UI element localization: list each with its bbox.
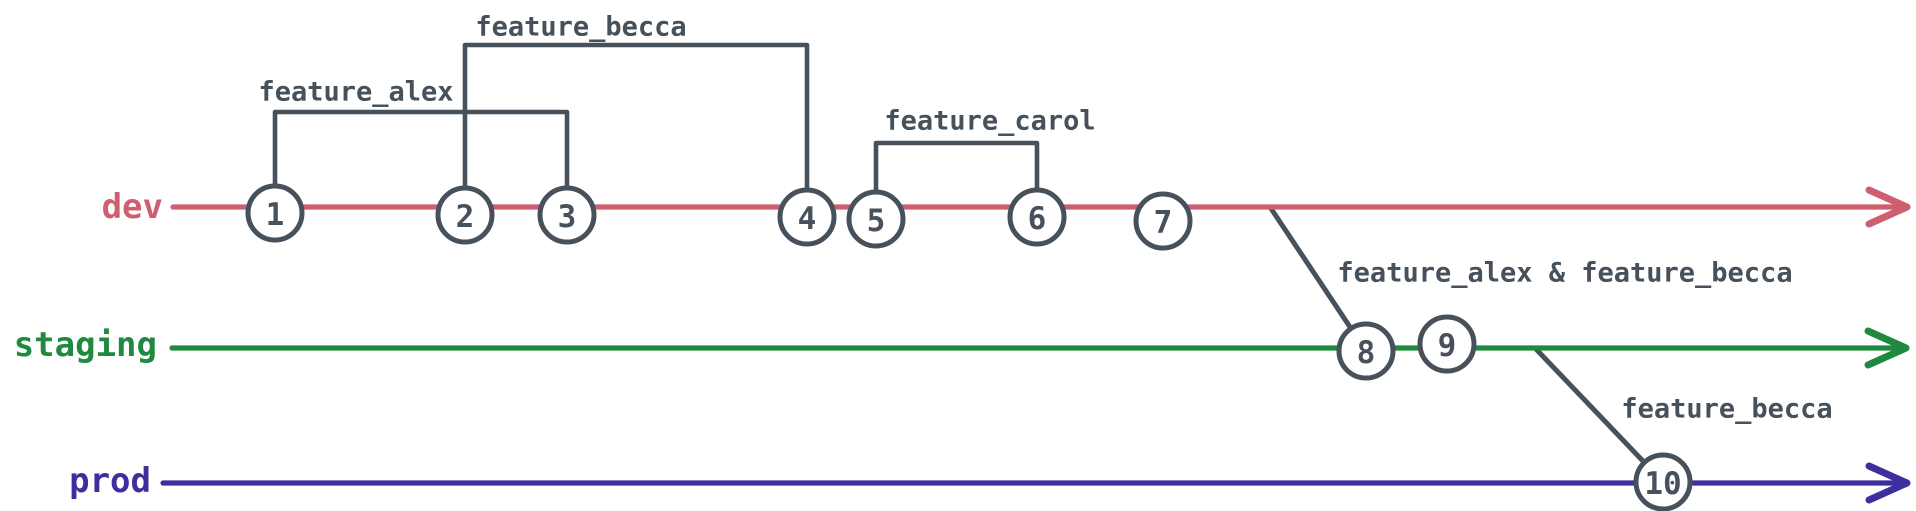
feature-label-feature-carol: feature_carol — [884, 106, 1095, 137]
commit-circle-5 — [846, 189, 906, 249]
arrowhead-icon-dev — [1865, 186, 1911, 228]
commit-number-8: 8 — [1357, 335, 1376, 371]
commit-circle-9 — [1417, 314, 1477, 374]
commit-circle-1 — [245, 183, 305, 243]
arrowhead-icon-staging — [1864, 327, 1910, 369]
commit-node-8: 8 — [1336, 321, 1396, 381]
feature-span-feature-carol: feature_carol — [873, 106, 1096, 201]
commit-node-5: 5 — [846, 189, 906, 249]
arrowhead-icon-prod — [1865, 462, 1911, 504]
feature-span-feature-alex: feature_alex — [258, 77, 570, 197]
commit-number-2: 2 — [456, 199, 475, 235]
commit-node-1: 1 — [245, 183, 305, 243]
commit-circle-8 — [1336, 321, 1396, 381]
commit-node-6: 6 — [1007, 187, 1067, 247]
feature-span-feature-becca: feature_becca — [462, 12, 810, 199]
commit-node-3: 3 — [537, 185, 597, 245]
commit-node-9: 9 — [1417, 314, 1477, 374]
commit-number-7: 7 — [1154, 205, 1173, 241]
feature-bracket-feature-becca — [462, 42, 810, 199]
commit-circle-4 — [777, 187, 837, 247]
merge-edge-feature-becca — [1532, 345, 1666, 485]
feature-bracket-feature-alex — [272, 109, 570, 197]
feature-label-feature-becca: feature_becca — [475, 12, 686, 43]
branch-staging: staging — [14, 325, 1910, 369]
branch-prod: prod — [69, 461, 1911, 504]
commit-circle-6 — [1007, 187, 1067, 247]
commit-number-4: 4 — [798, 201, 817, 237]
merge-label-feature-becca: feature_becca — [1621, 394, 1832, 425]
merge-feature-becca-1: feature_becca — [1532, 345, 1833, 485]
commit-number-10: 10 — [1644, 466, 1681, 502]
commit-circle-2 — [435, 185, 495, 245]
commit-circle-7 — [1133, 191, 1193, 251]
branch-label-staging: staging — [14, 325, 157, 365]
feature-bracket-feature-carol — [873, 140, 1040, 201]
commit-number-3: 3 — [558, 199, 577, 235]
feature-label-feature-alex: feature_alex — [258, 77, 453, 108]
commit-number-9: 9 — [1438, 328, 1457, 364]
commit-node-10: 10 — [1633, 452, 1693, 511]
commit-node-4: 4 — [777, 187, 837, 247]
commit-number-5: 5 — [867, 203, 886, 239]
commit-circle-10 — [1633, 452, 1693, 511]
commit-number-1: 1 — [266, 197, 285, 233]
commit-circle-3 — [537, 185, 597, 245]
commit-node-7: 7 — [1133, 191, 1193, 251]
commit-node-2: 2 — [435, 185, 495, 245]
branch-label-prod: prod — [69, 461, 151, 501]
merge-label-feature-alex-feature-becca: feature_alex & feature_becca — [1337, 258, 1792, 289]
branch-dev: dev — [102, 186, 1911, 228]
branch-label-dev: dev — [102, 187, 163, 227]
commit-number-6: 6 — [1028, 201, 1047, 237]
